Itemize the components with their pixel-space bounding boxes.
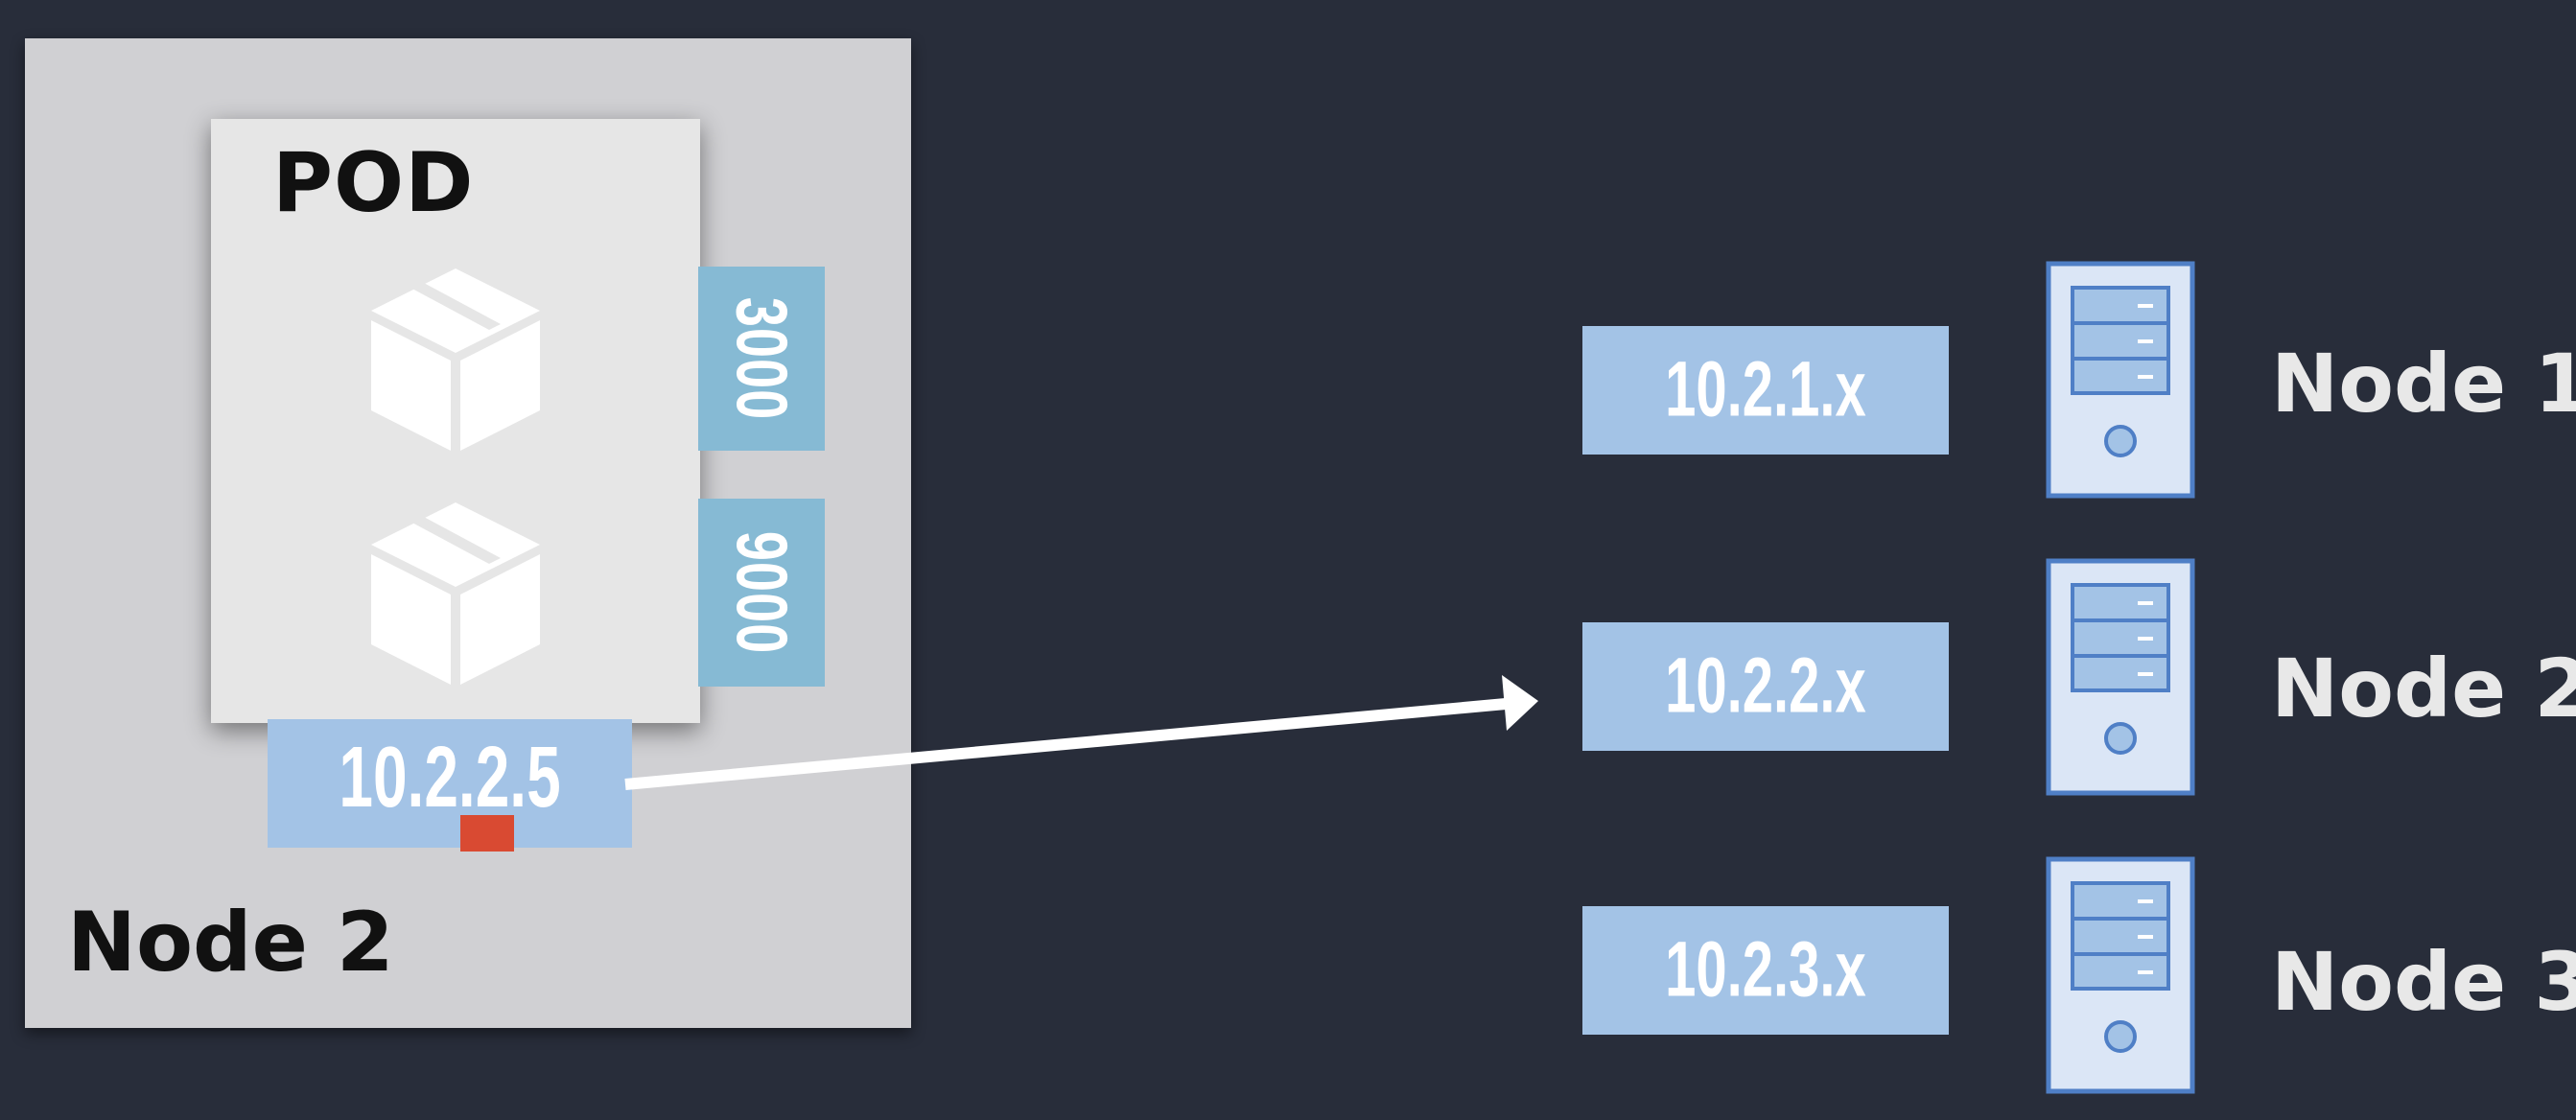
node-2-label: Node 2: [67, 895, 394, 991]
pod-box: [211, 119, 700, 723]
node-2-name: Node 2: [2271, 642, 2576, 735]
pod-ip-box: 10.2.2.5: [268, 719, 632, 848]
port-3000-badge: 3000: [698, 267, 825, 451]
server-icon: [2046, 558, 2195, 796]
node-3-name: Node 3: [2271, 935, 2576, 1029]
subnet-label: 10.2.3.x: [1665, 925, 1866, 1014]
subnet-node-2: 10.2.2.x: [1582, 622, 1949, 751]
subnet-label: 10.2.1.x: [1665, 345, 1866, 433]
veth-marker: [460, 815, 514, 852]
server-icon: [2046, 261, 2195, 499]
subnet-node-3: 10.2.3.x: [1582, 906, 1949, 1035]
port-9000-badge: 9000: [698, 499, 825, 687]
container-box-icon: [364, 495, 547, 692]
pod-ip-label: 10.2.2.5: [339, 728, 561, 826]
node-1-name: Node 1: [2271, 337, 2576, 431]
container-box-icon: [364, 261, 547, 458]
subnet-node-1: 10.2.1.x: [1582, 326, 1949, 455]
pod-label: POD: [272, 135, 475, 231]
subnet-label: 10.2.2.x: [1665, 642, 1866, 730]
server-icon: [2046, 856, 2195, 1094]
